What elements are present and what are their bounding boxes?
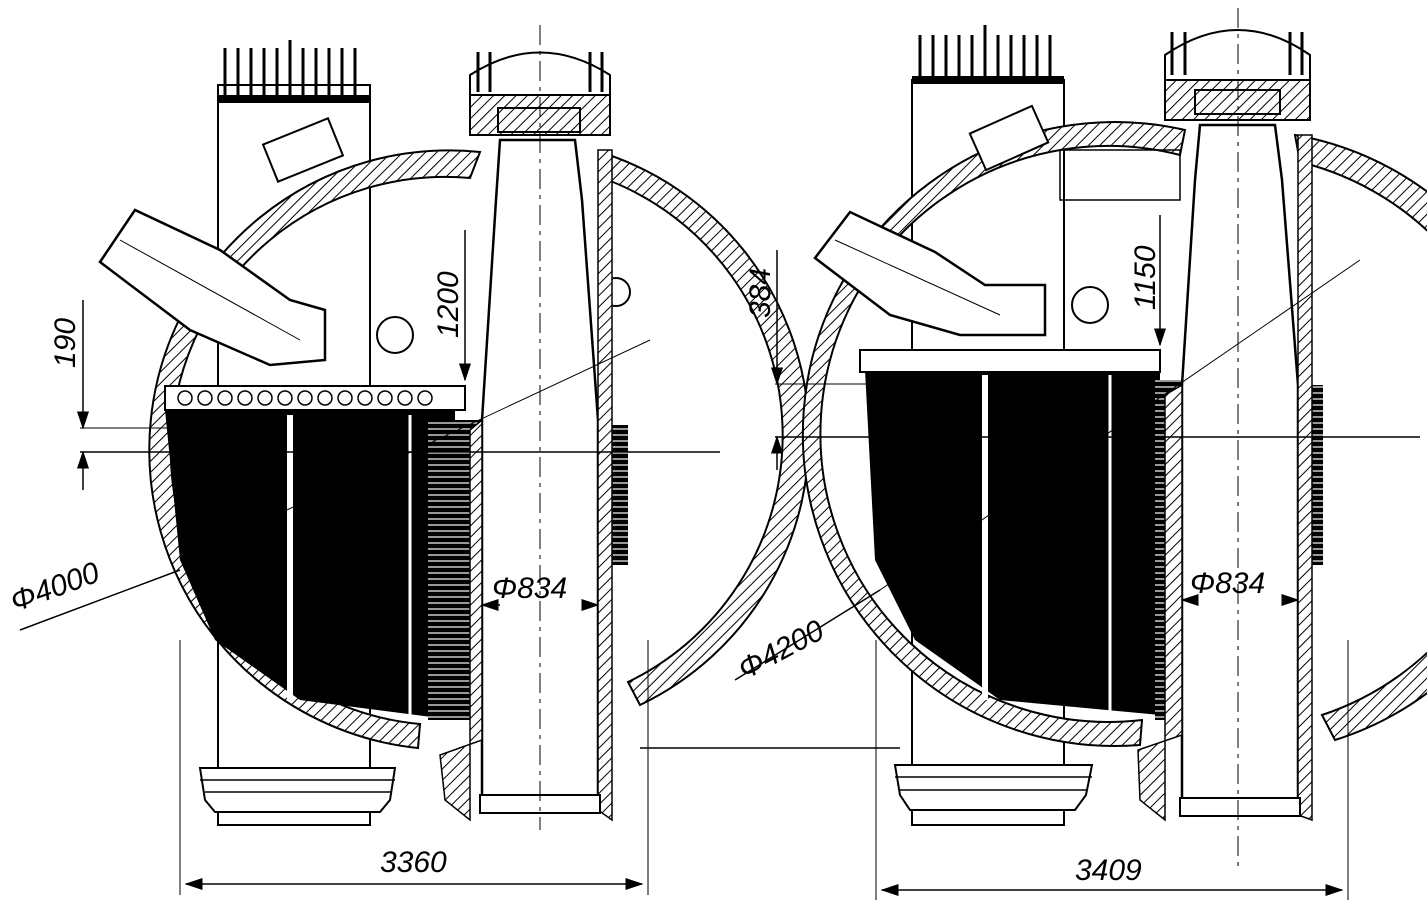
right-top-fins <box>918 25 1052 78</box>
right-height-label: 1150 <box>1129 245 1162 310</box>
right-width-label: 3409 <box>1075 854 1142 887</box>
right-vessel: Φ4200 Φ834 1150 384 3409 <box>733 8 1427 900</box>
left-sphere-shell-right <box>598 150 810 707</box>
left-offset-label: 190 <box>49 318 82 368</box>
right-port-circle <box>1071 286 1109 324</box>
right-central-column <box>1180 123 1300 817</box>
right-core-block <box>865 370 1160 715</box>
right-diameter-label: Φ4200 <box>733 614 830 686</box>
left-grid-plate <box>164 385 466 411</box>
left-nozzle-label: Φ834 <box>492 572 567 605</box>
left-diameter-label: Φ4000 <box>6 556 104 619</box>
right-sphere-shell <box>801 121 1187 747</box>
left-bottom-foot <box>198 767 397 813</box>
left-top-nozzle <box>261 117 345 183</box>
right-bottom-foot <box>893 764 1094 811</box>
left-fin-base <box>218 95 370 103</box>
right-inlet-pipe <box>813 210 1047 337</box>
right-diameter-leader <box>734 589 881 681</box>
left-inlet-pipe <box>98 208 327 367</box>
left-port-circle <box>376 316 414 354</box>
left-core-block <box>165 410 455 720</box>
right-offset-label: 384 <box>744 268 777 318</box>
right-sphere-shell-right <box>1293 133 1427 742</box>
left-diameter-leader <box>19 569 181 631</box>
right-grid-plate <box>859 349 1161 373</box>
left-width-label: 3360 <box>380 846 447 879</box>
left-height-label: 1200 <box>432 271 465 338</box>
right-nozzle-label: Φ834 <box>1190 567 1265 600</box>
right-top-nozzle <box>968 104 1050 172</box>
left-vessel: Φ4000 Φ834 1200 190 3360 <box>6 25 900 895</box>
left-top-fins <box>223 40 357 95</box>
